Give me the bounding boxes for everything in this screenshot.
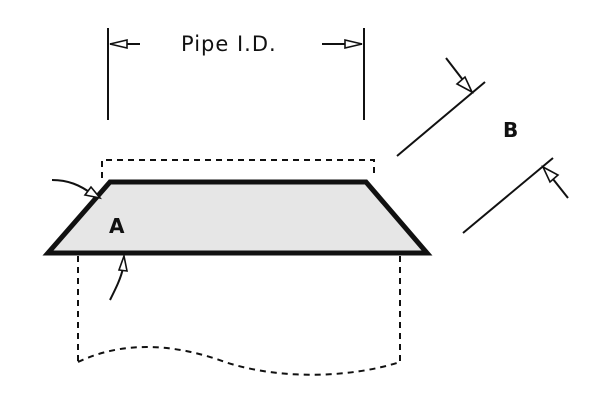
- dashed-outline-top: [101, 159, 375, 178]
- leader-bottom: [109, 253, 129, 301]
- dimension-arrow-left: [109, 38, 140, 50]
- region-a-label: A: [109, 214, 125, 238]
- trapezoid-region-a: [42, 179, 433, 256]
- region-b-label: B: [503, 118, 518, 142]
- leader-top-left: [51, 179, 103, 200]
- b-arrow-upper: [445, 57, 474, 94]
- dimension-arrow-right: [322, 38, 363, 50]
- b-arrow-lower: [541, 165, 569, 199]
- pipe-id-label: Pipe I.D.: [181, 32, 277, 56]
- b-extension-upper: [396, 81, 486, 157]
- b-extension-lower: [462, 157, 554, 234]
- dashed-pipe-body: [77, 256, 401, 376]
